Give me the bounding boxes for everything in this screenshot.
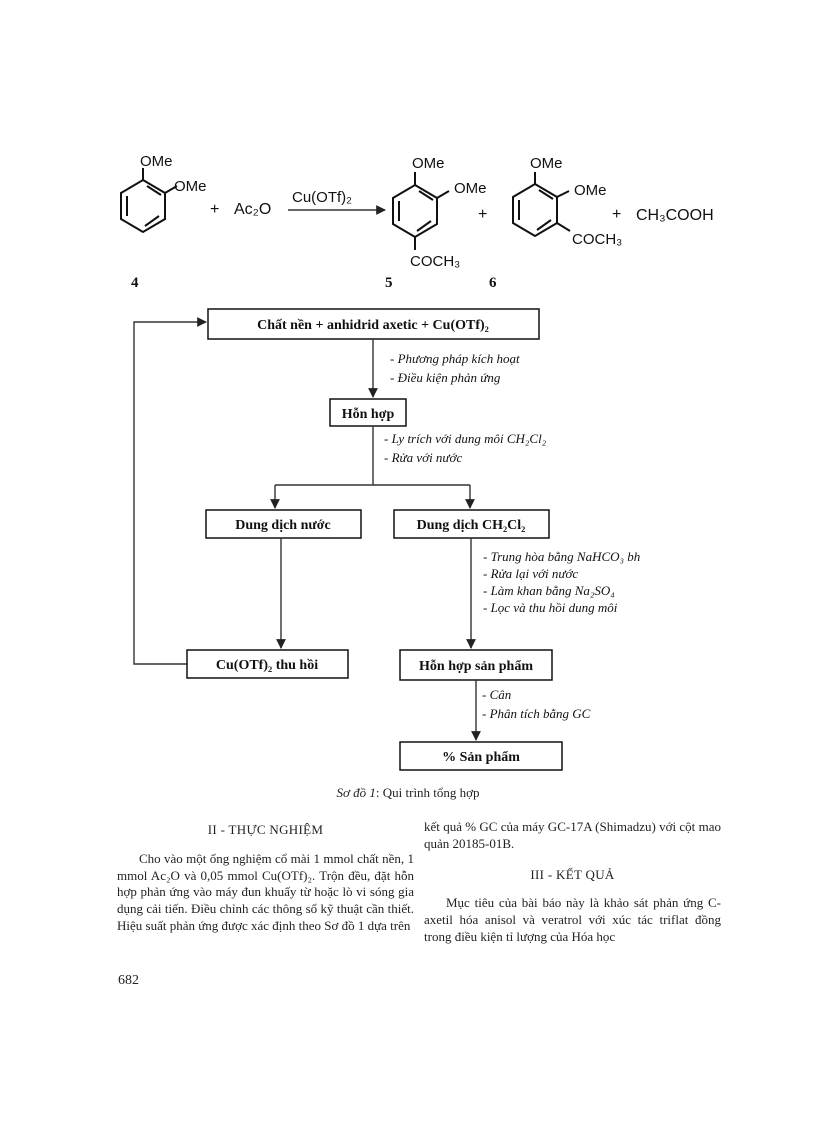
organic-box xyxy=(393,509,550,539)
step1-note-1: - Phương pháp kích hoạt xyxy=(390,351,520,366)
compound-4-structure xyxy=(120,168,178,234)
compound-6-structure xyxy=(512,172,571,238)
compound-4-number: 4 xyxy=(131,275,139,291)
mixture-box xyxy=(329,398,407,427)
acetic-anhydride-label: Ac₂O xyxy=(234,201,271,218)
step3-note-3: - Làm khan bằng Na₂SO₄ xyxy=(483,583,615,598)
caption-label: Sơ đồ 1 xyxy=(336,785,376,800)
product-mixture-label: Hỗn hợp sản phẩm xyxy=(419,658,533,674)
compound-6-ome-1: OMe xyxy=(530,155,563,172)
compound-5-ome-1: OMe xyxy=(412,155,445,172)
compound-6-acetyl: COCH₃ xyxy=(572,231,622,248)
plus-sign-1: + xyxy=(210,201,219,218)
step4-note-2: - Phân tích bằng GC xyxy=(482,706,591,721)
start-box xyxy=(207,308,540,340)
left-column: II - THỰC NGHIỆM Cho vào một ống nghiệm … xyxy=(117,822,414,935)
organic-box-label: Dung dịch CH₂Cl₂ xyxy=(417,518,526,533)
page-number: 682 xyxy=(118,973,139,988)
continuation-paragraph: kết quả % GC của máy GC-17A (Shimadzu) v… xyxy=(424,819,721,851)
plus-sign-3: + xyxy=(612,206,621,223)
step3-note-1: - Trung hòa bằng NaHCO₃ bh xyxy=(483,549,640,564)
recovered-catalyst-box xyxy=(186,649,349,679)
right-column: kết quả % GC của máy GC-17A (Shimadzu) v… xyxy=(424,819,721,946)
section-heading-experimental: II - THỰC NGHIỆM xyxy=(207,822,324,837)
step3-note-2: - Rửa lại với nước xyxy=(483,566,578,581)
step1-note-2: - Điều kiện phản ứng xyxy=(390,370,501,385)
results-paragraph: Mục tiêu của bài báo này là khảo sát phả… xyxy=(424,895,721,944)
synthesis-scheme: OMe OMe 4 + Ac₂O Cu(OTf)₂ OMe OMe COCH₃ … xyxy=(120,153,714,771)
compound-6-ome-2: OMe xyxy=(574,182,607,199)
step3-note-4: - Lọc và thu hồi dung môi xyxy=(483,600,618,615)
compound-5-acetyl: COCH₃ xyxy=(410,253,460,270)
catalyst-label: Cu(OTf)₂ xyxy=(292,189,352,206)
section-heading-results: III - KẾT QUẢ xyxy=(530,866,615,882)
figure-caption: Sơ đồ 1: Qui trình tổng hợp xyxy=(0,785,816,801)
compound-4-ome-2: OMe xyxy=(174,178,207,195)
compound-4-ome-1: OMe xyxy=(140,153,173,170)
aqueous-box-label: Dung dịch nước xyxy=(235,518,331,533)
product-mixture-box xyxy=(399,649,553,681)
yield-box xyxy=(399,741,563,771)
compound-6-number: 6 xyxy=(489,275,497,291)
plus-sign-2: + xyxy=(478,206,487,223)
compound-5-structure xyxy=(392,172,450,250)
compound-5-number: 5 xyxy=(385,275,393,291)
mixture-box-label: Hỗn hợp xyxy=(342,406,395,422)
step2-note-2: - Rửa với nước xyxy=(384,450,462,465)
step4-note-1: - Cân xyxy=(482,687,511,702)
recycle-loop-arrow xyxy=(133,317,207,665)
caption-text: : Qui trình tổng hợp xyxy=(375,785,480,800)
compound-5-ome-2: OMe xyxy=(454,180,487,197)
start-box-label: Chất nền + anhidrid axetic + Cu(OTf)₂ xyxy=(257,318,489,333)
experimental-paragraph: Cho vào một ống nghiệm cổ mài 1 mmol chấ… xyxy=(117,850,414,933)
yield-box-label: % Sản phẩm xyxy=(442,750,520,765)
step2-note-1: - Ly trích với dung môi CH₂Cl₂ xyxy=(384,431,547,446)
aqueous-box xyxy=(205,509,362,539)
acetic-acid-label: CH₃COOH xyxy=(636,207,714,224)
recovered-catalyst-label: Cu(OTf)₂ thu hồi xyxy=(216,658,318,673)
